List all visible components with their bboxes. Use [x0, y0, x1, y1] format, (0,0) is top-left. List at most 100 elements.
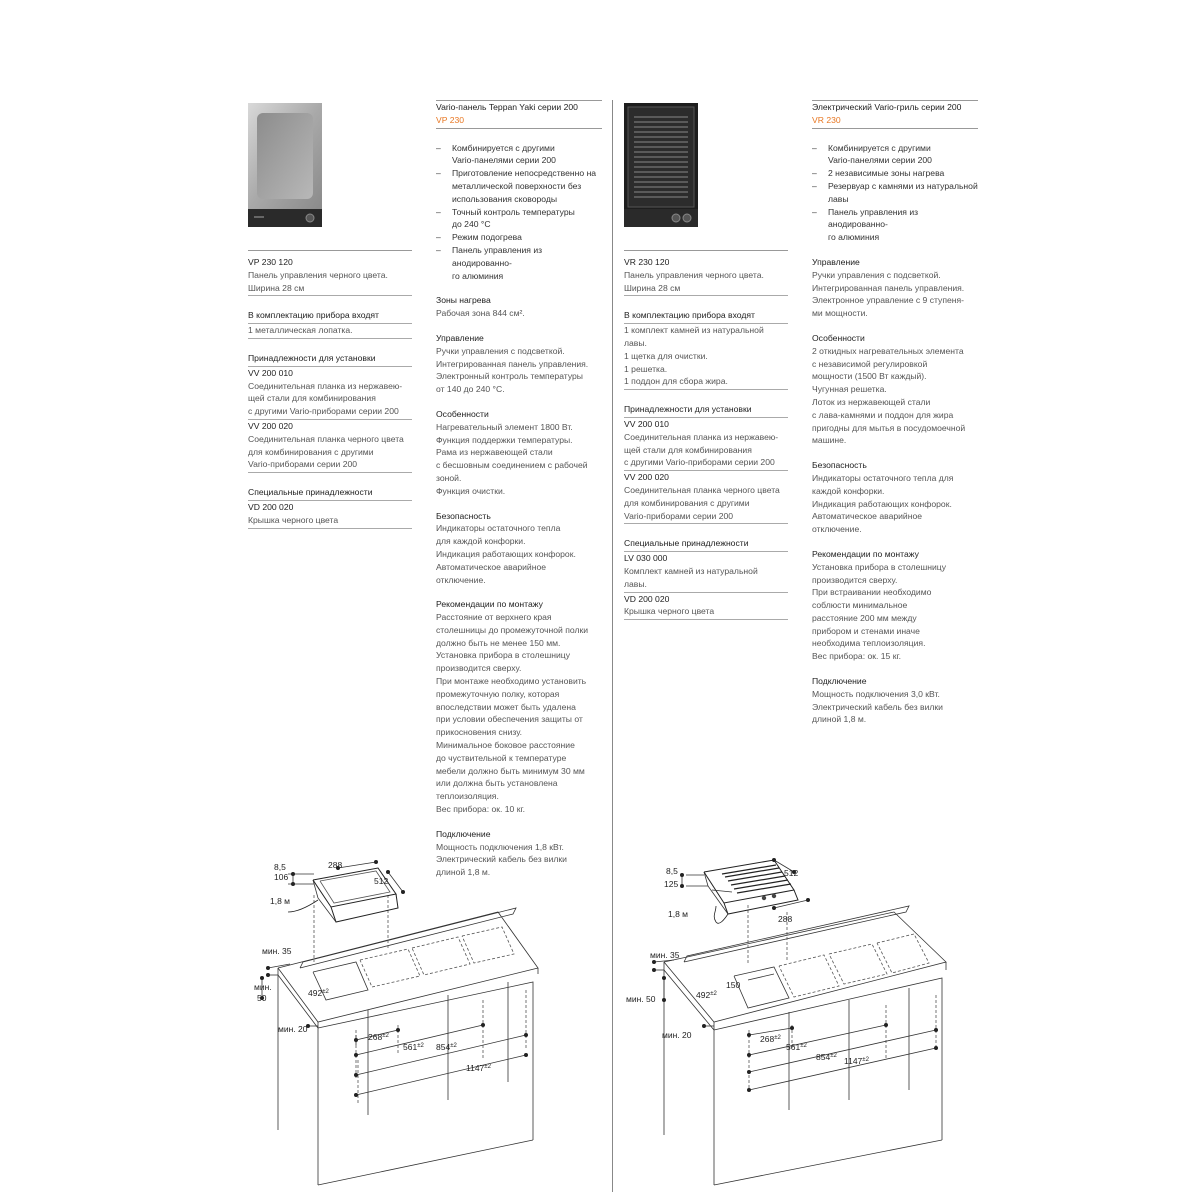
section-line: Индикация работающих конфорок.	[436, 548, 576, 559]
section-line: отключение.	[812, 524, 862, 535]
section-line: Мощность подключения 1,8 кВт.	[436, 841, 564, 852]
feature-item: Vario-панелями серии 200	[452, 155, 556, 166]
vr-installation-diagram: 8,5 125 512 288 1,8 м мин. 35 мин. 50 ми…	[626, 858, 947, 1186]
dim-label: 561±2	[403, 1042, 424, 1052]
section-title: Управление	[436, 332, 484, 343]
section-line: Установка прибора в столешницу	[812, 561, 947, 572]
acc-desc: Крышка черного цвета	[624, 605, 788, 621]
included-item: 1 поддон для сбора жира.	[624, 375, 788, 391]
dim-label: 268±2	[760, 1034, 781, 1044]
acc-code: VV 200 020	[624, 472, 669, 483]
feature-item: Комбинируется с другими	[812, 142, 978, 155]
section-line: Интегрированная панель управления.	[436, 358, 589, 369]
section-line: зоной.	[436, 472, 462, 483]
dim-label: мин. 20	[278, 1024, 308, 1034]
included-title: В комплектацию прибора входят	[624, 309, 788, 325]
vr-description-column: Электрический Vario-гриль серии 200 VR 2…	[812, 100, 978, 726]
dim-label: мин. 50	[626, 994, 656, 1004]
feature-item: до 240 °C	[452, 219, 491, 230]
feature-item: Панель управления из анодированно-	[436, 244, 602, 270]
dim-label: 561±2	[786, 1042, 807, 1052]
section-title: Рекомендации по монтажу	[436, 599, 543, 610]
section-line: производится сверху.	[812, 574, 898, 585]
acc-desc: Соединительная планка из нержавею-	[624, 431, 779, 442]
section-line: При встраивании необходимо	[812, 587, 932, 598]
vp-product-image	[248, 103, 322, 227]
rule	[812, 100, 978, 101]
section-title: Подключение	[812, 676, 867, 687]
section-line: Функция очистки.	[436, 485, 506, 496]
included-item: 1 решетка.	[624, 363, 668, 374]
acc-code: VV 200 010	[624, 418, 669, 429]
section-line: мощности (1500 Вт каждый).	[812, 371, 927, 382]
section-line: ми мощности.	[812, 308, 868, 319]
section-line: длиной 1,8 м.	[436, 867, 491, 878]
section-line: при условии обеспечения защиты от	[436, 714, 583, 725]
section-line: Ручки управления с подсветкой.	[436, 345, 565, 356]
vr-title: Электрический Vario-гриль серии 200	[812, 102, 962, 112]
section-line: Вес прибора: ок. 15 кг.	[812, 651, 901, 662]
acc-code: VD 200 020	[248, 501, 294, 512]
feature-item: Панель управления из анодированно-	[812, 206, 978, 232]
vp-title: Vario-панель Teppan Yaki серии 200	[436, 102, 578, 112]
section-title: Рекомендации по монтажу	[812, 548, 919, 559]
section-line: Минимальное боковое расстояние	[436, 740, 575, 751]
dim-label: 125	[664, 879, 678, 889]
rule	[248, 250, 412, 251]
section-line: теплоизоляция.	[436, 791, 499, 802]
model-desc-line: Панель управления черного цвета.	[624, 269, 764, 280]
section-line: Рама из нержавеющей стали	[436, 447, 553, 458]
section-title: Особенности	[436, 408, 489, 419]
feature-item: 2 независимые зоны нагрева	[812, 167, 978, 180]
vr-code: VR 230	[812, 114, 978, 129]
section-line: Электрический кабель без вилки	[436, 854, 567, 865]
section-line: производится сверху.	[436, 663, 522, 674]
section-line: с лава-камнями и поддон для жира	[812, 409, 954, 420]
included-item: лавы.	[624, 337, 647, 348]
section-title: Безопасность	[812, 460, 867, 471]
feature-item: го алюминия	[452, 270, 504, 281]
dim-label: мин. 35	[650, 950, 680, 960]
section-line: Автоматическое аварийное	[436, 561, 547, 572]
dim-label: 8,5	[666, 866, 678, 876]
model-desc-line: Панель управления черного цвета.	[248, 269, 388, 280]
acc-code: VV 200 010	[248, 367, 293, 378]
section-line: соблюсти минимальное	[812, 600, 908, 611]
section-line: до чуствительной к температуре	[436, 752, 567, 763]
feature-item: Режим подогрева	[436, 231, 602, 244]
section-line: Автоматическое аварийное	[812, 511, 923, 522]
section-line: Расстояние от верхнего края	[436, 612, 552, 623]
included-item: 1 комплект камней из натуральной	[624, 325, 764, 336]
vr-product-image	[624, 103, 698, 227]
vp-code: VP 230	[436, 114, 602, 129]
section-line: Лоток из нержавеющей стали	[812, 396, 931, 407]
section-line: пригодны для мытья в посудомоечной	[812, 422, 966, 433]
acc-code: VD 200 020	[624, 593, 670, 604]
dim-label: 268±2	[368, 1032, 389, 1042]
column-divider	[612, 100, 613, 1192]
acc-desc: Vario-приборами серии 200	[624, 510, 788, 525]
dim-label: мин. 20	[662, 1030, 692, 1040]
section-line: Рабочая зона 844 см².	[436, 308, 525, 319]
section-line: прикосновения снизу.	[436, 727, 523, 738]
dim-label: 150	[726, 980, 740, 990]
section-line: Ручки управления с подсветкой.	[812, 269, 941, 280]
feature-item: го алюминия	[828, 232, 880, 243]
dim-label: 50	[257, 993, 267, 1003]
feature-item: Vario-панелями серии 200	[828, 155, 932, 166]
included-item: 1 металлическая лопатка.	[248, 324, 412, 339]
acc-desc: для комбинирования с другими	[624, 497, 750, 508]
section-line: Нагревательный элемент 1800 Вт.	[436, 421, 573, 432]
section-line: с независимой регулировкой	[812, 358, 928, 369]
rule	[436, 100, 602, 101]
install-acc-title: Принадлежности для установки	[248, 352, 412, 367]
section-line: отключение.	[436, 574, 486, 585]
acc-desc: щей стали для комбинирования	[248, 393, 376, 404]
dim-label: 1,8 м	[668, 909, 688, 919]
dim-label: 512	[784, 868, 798, 878]
section-line: для каждой конфорки.	[436, 536, 526, 547]
